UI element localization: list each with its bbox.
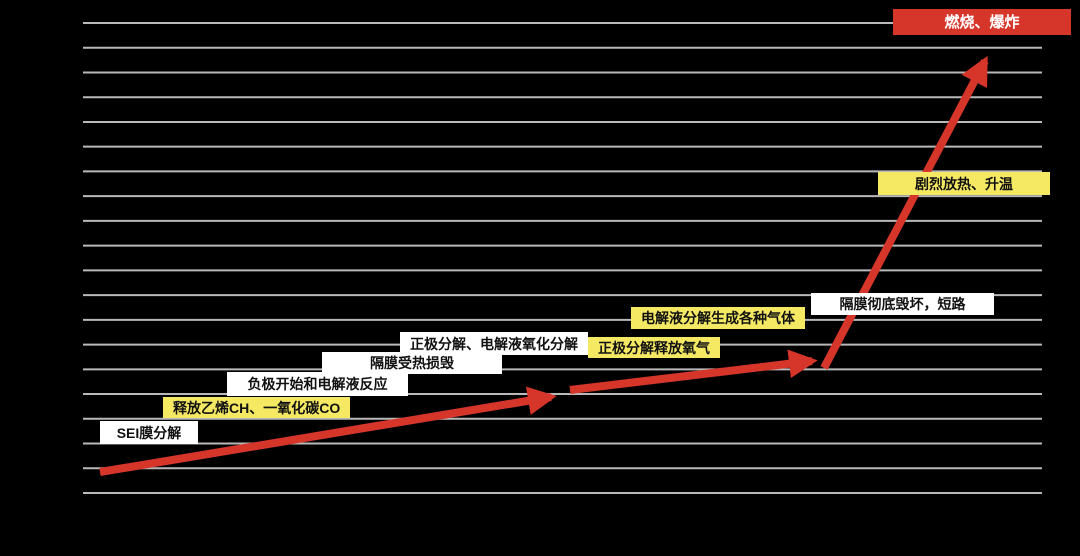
arrow-segment-3 xyxy=(820,55,989,370)
stage-label-electrolyte-gas-generation: 电解液分解生成各种气体 xyxy=(631,307,805,329)
stage-label-cathode-oxygen-release: 正极分解释放氧气 xyxy=(588,337,720,358)
arrow-segment-1 xyxy=(99,386,557,476)
stage-label-separator-heat-damage: 隔膜受热损毁 xyxy=(322,352,502,374)
stage-label-anode-electrolyte-reaction: 负极开始和电解液反应 xyxy=(227,372,408,396)
stage-label-cathode-electrolyte-decomposition: 正极分解、电解液氧化分解 xyxy=(400,332,588,355)
arrow-segment-2 xyxy=(569,349,818,394)
stage-label-ethylene-co-release: 释放乙烯CH、一氧化碳CO xyxy=(163,397,351,418)
stage-label-sei-decomposition: SEI膜分解 xyxy=(100,421,198,444)
stage-label-violent-exotherm-heating: 剧烈放热、升温 xyxy=(878,172,1050,195)
escalation-arrow xyxy=(99,55,989,476)
stage-label-separator-destroyed-short-circuit: 隔膜彻底毁坏，短路 xyxy=(811,293,994,315)
stage-label-combustion-explosion: 燃烧、爆炸 xyxy=(893,9,1071,35)
gridlines-group xyxy=(83,22,1042,494)
